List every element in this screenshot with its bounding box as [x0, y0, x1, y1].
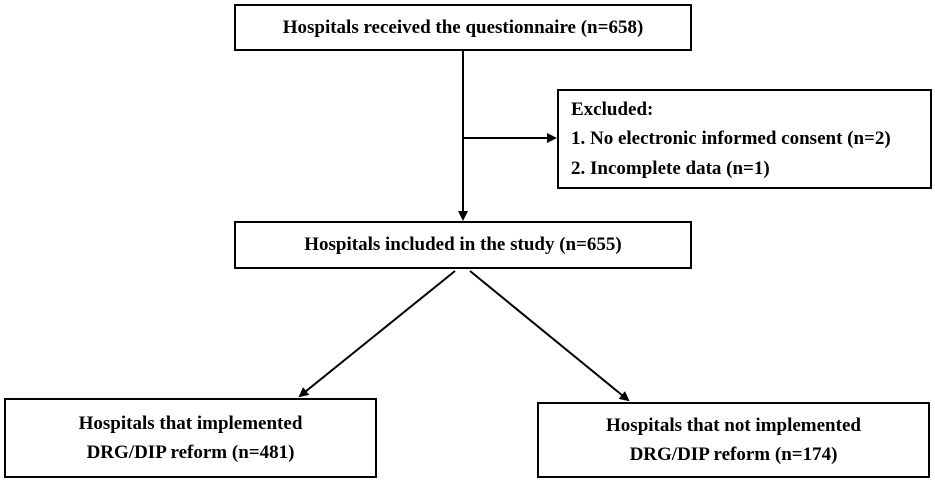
received-questionnaire-box: Hospitals received the questionnaire (n=…	[234, 4, 692, 51]
not-implemented-reform-box: Hospitals that not implemented DRG/DIP r…	[537, 402, 930, 478]
arrow-included-to-implemented	[298, 270, 456, 398]
implemented-line1: Hospitals that implemented	[78, 412, 303, 434]
excluded-item-consent: 1. No electronic informed consent (n=2)	[571, 128, 891, 150]
received-questionnaire-text: Hospitals received the questionnaire (n=…	[282, 16, 644, 38]
excluded-heading: Excluded:	[571, 98, 654, 120]
not-implemented-line1: Hospitals that not implemented	[606, 414, 861, 436]
arrow-included-to-not-implemented	[469, 270, 630, 402]
excluded-item-incomplete: 2. Incomplete data (n=1)	[571, 157, 770, 179]
excluded-box: Excluded: 1. No electronic informed cons…	[557, 89, 932, 189]
implemented-line2: DRG/DIP reform (n=481)	[86, 442, 295, 463]
included-study-text: Hospitals included in the study (n=655)	[304, 234, 622, 256]
included-study-box: Hospitals included in the study (n=655)	[234, 221, 692, 269]
implemented-reform-box: Hospitals that implemented DRG/DIP refor…	[4, 398, 377, 478]
not-implemented-line2: DRG/DIP reform (n=174)	[629, 444, 838, 465]
